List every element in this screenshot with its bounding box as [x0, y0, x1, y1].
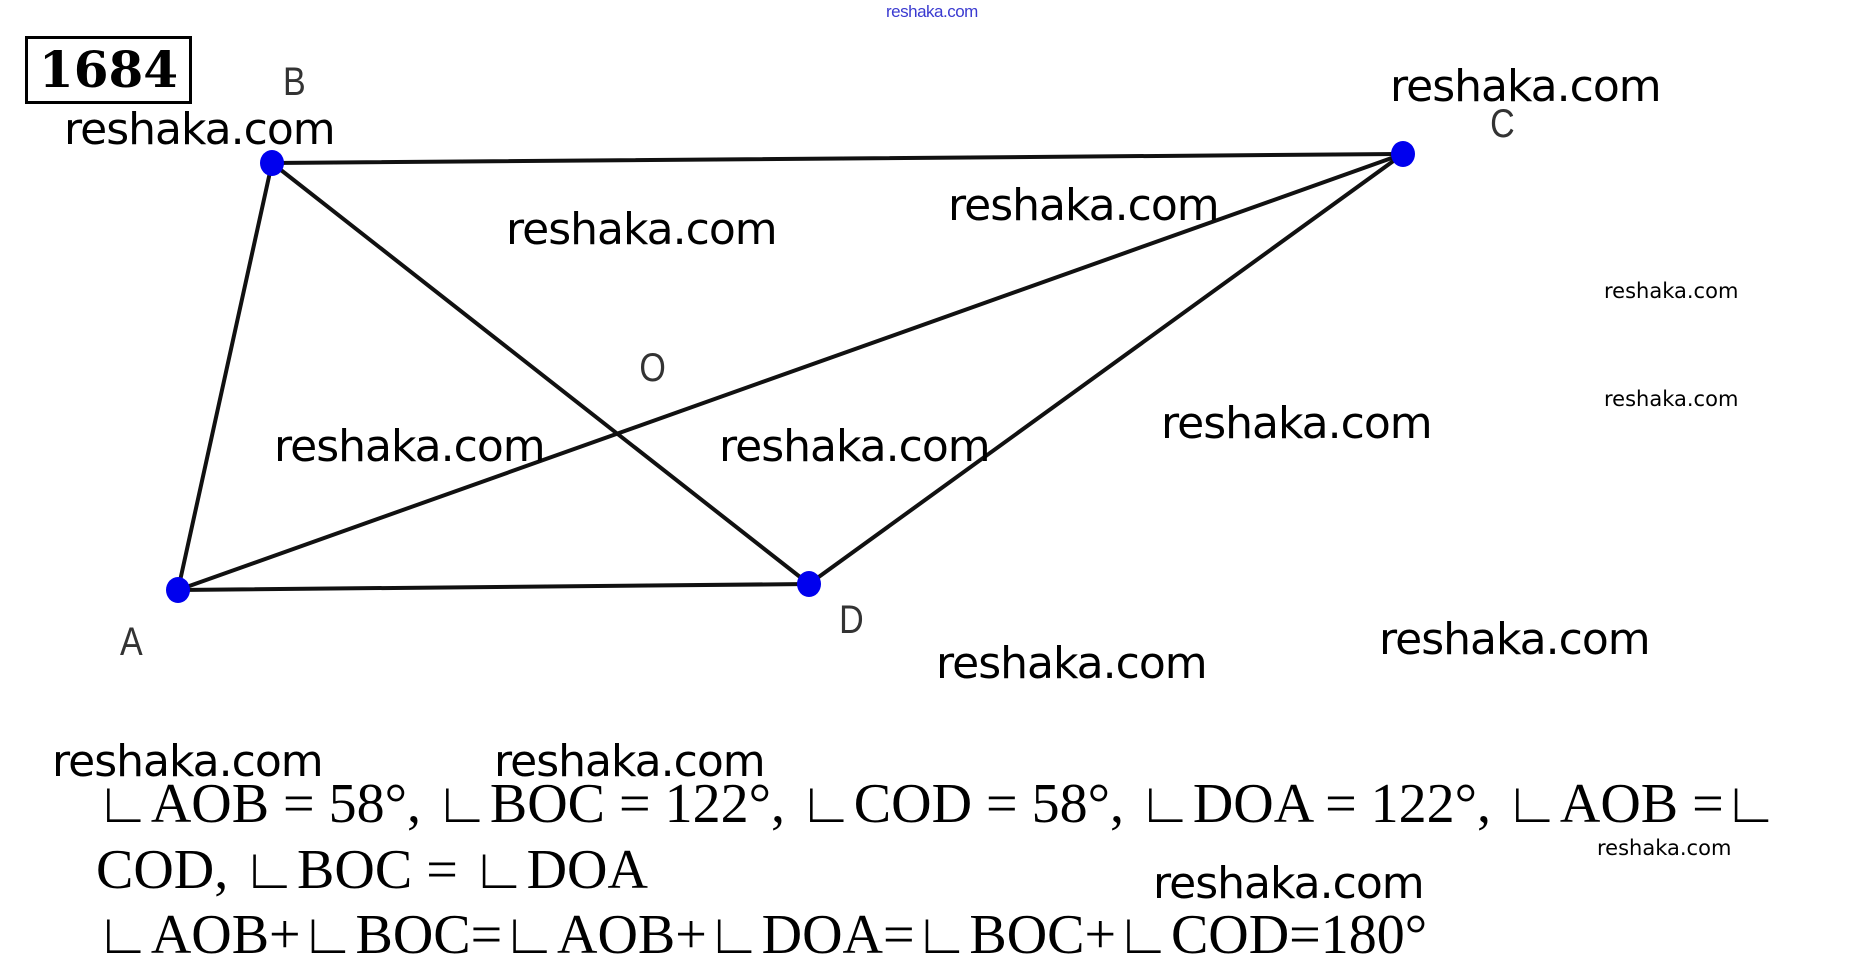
solution-line-1: ∟AOB = 58°, ∟BOC = 122°, ∟COD = 58°, ∟DO… — [96, 773, 1779, 835]
watermark: reshaka.com — [719, 421, 991, 472]
watermark: reshaka.com — [52, 736, 324, 787]
watermark: reshaka.com — [1379, 614, 1651, 665]
watermark-small: reshaka.com — [1597, 836, 1732, 860]
diagonal-BD — [270, 161, 811, 586]
segment-DA — [176, 582, 811, 592]
problem-number: 1684 — [38, 40, 179, 99]
segment-BC — [270, 152, 1405, 165]
label-D: D — [839, 598, 864, 642]
watermark: reshaka.com — [1390, 61, 1662, 112]
point-B — [260, 150, 284, 176]
label-O: O — [639, 346, 666, 390]
solution-line-2: COD, ∟BOC = ∟DOA — [96, 839, 648, 901]
watermark: reshaka.com — [1161, 398, 1433, 449]
watermark: reshaka.com — [948, 180, 1220, 231]
watermark: reshaka.com — [64, 104, 336, 155]
label-B: B — [283, 60, 306, 104]
watermark: reshaka.com — [1153, 858, 1425, 909]
watermark-top: reshaka.com — [886, 2, 978, 21]
diagonal-AC — [176, 152, 1405, 592]
watermark: reshaka.com — [274, 421, 546, 472]
point-A — [166, 577, 190, 603]
watermark: reshaka.com — [506, 204, 778, 255]
segment-CD — [807, 152, 1405, 586]
watermark: reshaka.com — [494, 736, 766, 787]
watermark-small: reshaka.com — [1604, 387, 1739, 411]
point-C — [1391, 141, 1415, 167]
watermark: reshaka.com — [936, 638, 1208, 689]
point-D — [797, 571, 821, 597]
solution-line-3: ∟AOB+∟BOC=∟AOB+∟DOA=∟BOC+∟COD=180° — [96, 904, 1428, 966]
watermark-small: reshaka.com — [1604, 279, 1739, 303]
problem-number-box: 1684 — [25, 36, 192, 104]
label-C: C — [1490, 102, 1515, 146]
label-A: A — [120, 620, 143, 664]
segment-AB — [176, 161, 274, 592]
